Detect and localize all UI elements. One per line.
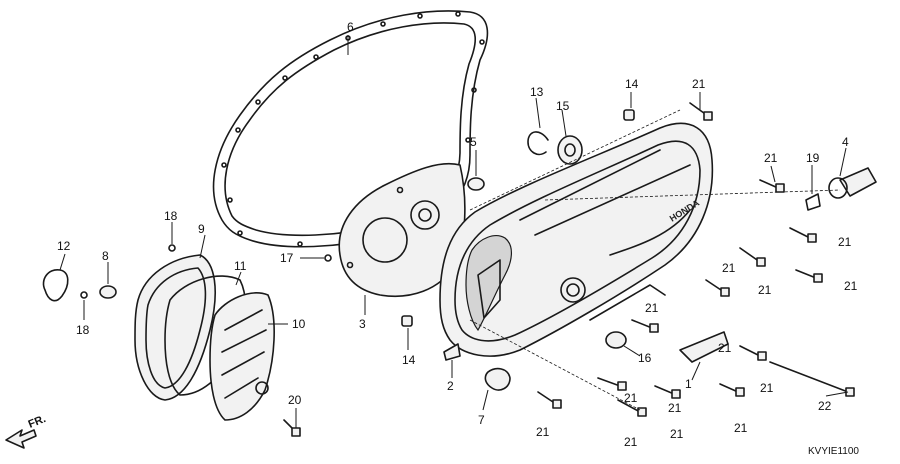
fr-arrow-icon: FR. <box>5 413 48 449</box>
clamp-2 <box>443 343 461 361</box>
bearing <box>557 135 583 165</box>
callout-8: 8 <box>102 249 109 263</box>
callout-21-h: 21 <box>760 381 774 395</box>
callout-15: 15 <box>556 99 570 113</box>
callout-21-j: 21 <box>668 401 682 415</box>
callout-19: 19 <box>806 151 820 165</box>
direction-label: FR. <box>27 413 48 431</box>
left-crankcase-cover: HONDA <box>439 122 714 357</box>
bolt-18-lower <box>80 291 88 299</box>
leader-lines <box>59 35 849 428</box>
callout-14-upper: 14 <box>625 77 639 91</box>
callout-21-b: 21 <box>764 151 778 165</box>
callout-21-o: 21 <box>718 341 732 355</box>
callout-5: 5 <box>470 135 477 149</box>
callout-17: 17 <box>280 251 294 265</box>
grommet <box>99 285 117 299</box>
o-ring-seal <box>42 269 69 302</box>
callout-1: 1 <box>685 377 692 391</box>
callout-21-l: 21 <box>536 425 550 439</box>
callout-21-n: 21 <box>670 427 684 441</box>
callout-22: 22 <box>818 399 832 413</box>
diagram-code: KVYIE1100 <box>808 446 859 457</box>
callout-7: 7 <box>478 413 485 427</box>
clamp-7 <box>484 367 511 391</box>
bushing-5 <box>467 177 485 191</box>
callout-3: 3 <box>359 317 366 331</box>
circlip <box>527 131 549 156</box>
callout-10: 10 <box>292 317 306 331</box>
callout-9: 9 <box>198 222 205 236</box>
callout-21-c: 21 <box>838 235 852 249</box>
callout-21-a: 21 <box>692 77 706 91</box>
callout-21-g: 21 <box>645 301 659 315</box>
callout-21-d: 21 <box>844 279 858 293</box>
callout-18-lower: 18 <box>76 323 90 337</box>
callout-14-lower: 14 <box>402 353 416 367</box>
bearing-16 <box>605 331 627 349</box>
callout-12: 12 <box>57 239 71 253</box>
bracket-1 <box>679 331 729 363</box>
callout-18-upper: 18 <box>164 209 178 223</box>
callout-21-i: 21 <box>624 391 638 405</box>
callout-21-m: 21 <box>624 435 638 449</box>
breather-tube-4 <box>828 167 877 199</box>
inner-cover-plate <box>338 162 466 297</box>
duct-cover-assembly <box>134 254 275 421</box>
callout-21-e: 21 <box>722 261 736 275</box>
bolt-20 <box>283 419 301 437</box>
bolts-21 <box>537 102 823 417</box>
callout-16: 16 <box>638 351 652 365</box>
dowel-pin-upper <box>623 109 635 121</box>
bolt-22 <box>769 361 855 397</box>
callout-4: 4 <box>842 135 849 149</box>
callout-21-f: 21 <box>758 283 772 297</box>
callout-20: 20 <box>288 393 302 407</box>
clip-19 <box>805 193 821 211</box>
callout-6: 6 <box>347 20 354 34</box>
callout-11: 11 <box>234 259 247 273</box>
callout-21-k: 21 <box>734 421 748 435</box>
callout-2: 2 <box>447 379 454 393</box>
bolt-17 <box>324 254 332 262</box>
bolt-18-upper <box>168 244 176 252</box>
dowel-pin-lower <box>401 315 413 327</box>
callout-13: 13 <box>530 85 544 99</box>
